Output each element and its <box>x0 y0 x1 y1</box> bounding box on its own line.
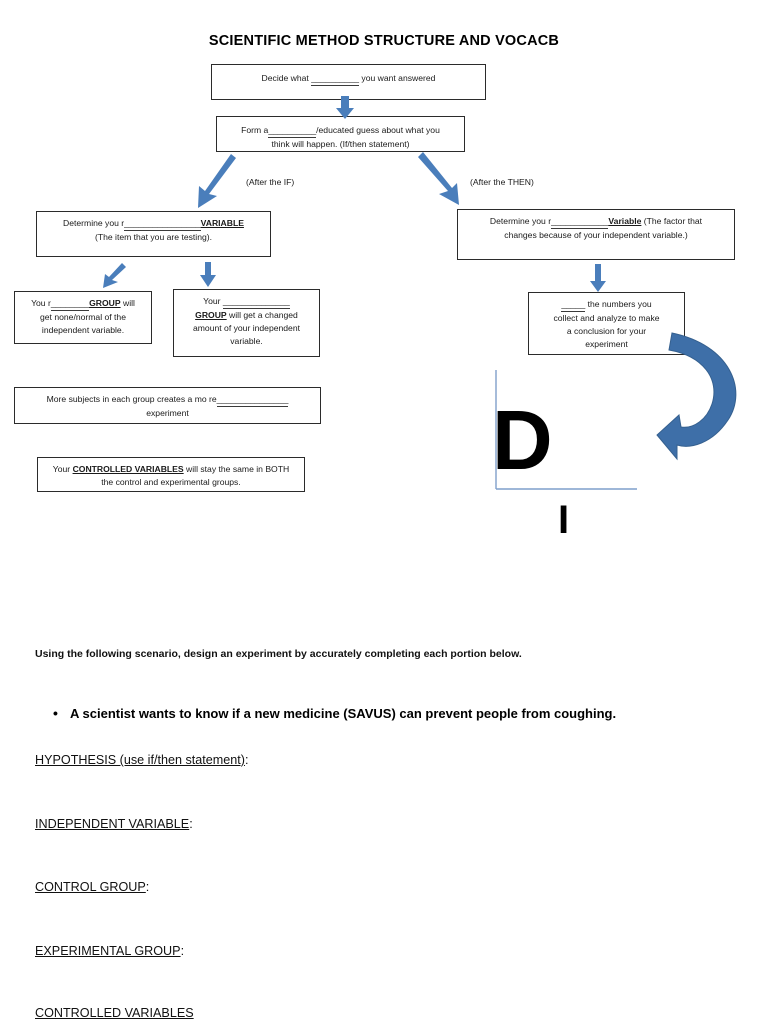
label-after-the-if: (After the IF) <box>246 177 295 187</box>
control-text-line2: get none/normal of the <box>40 312 126 322</box>
prompt-independent-tail: : <box>189 817 193 831</box>
hypothesis-text-line2: think will happen. (If/then statement) <box>271 139 410 149</box>
list-item: A scientist wants to know if a new medic… <box>35 705 735 721</box>
data-text-line4: experiment <box>585 339 628 349</box>
data-text-line3: a conclusion for your <box>566 326 647 336</box>
flow-box-data: _____ the numbers you collect and analyz… <box>528 292 685 355</box>
prompt-experimental-label: EXPERIMENTAL GROUP <box>35 944 181 958</box>
dependent-text-post: (The factor that <box>641 216 703 226</box>
data-text-post: the numbers you <box>585 299 652 309</box>
independent-text-line2: (The item that you are testing). <box>94 232 213 242</box>
hypothesis-text-pre: Form a <box>241 125 269 135</box>
constants-text-post: will stay the same in BOTH <box>183 464 290 474</box>
prompt-controlled-variables: CONTROLLED VARIABLES <box>35 1006 194 1020</box>
repeat-text-pre: More subjects in each group creates a mo… <box>46 394 217 404</box>
label-after-the-then: (After the THEN) <box>470 177 534 187</box>
control-text-post: will <box>120 298 135 308</box>
flow-box-repetition: More subjects in each group creates a mo… <box>14 387 321 424</box>
prompt-hypothesis-tail: : <box>244 753 249 767</box>
control-text-line3: independent variable. <box>41 325 125 335</box>
hypothesis-text-post: /educated guess about what you <box>316 125 440 135</box>
arrow-down-dependent-to-data <box>590 264 606 292</box>
prompt-independent-label: INDEPENDENT VARIABLE <box>35 817 190 831</box>
big-letter-d: D <box>492 393 553 487</box>
prompt-control-tail: : <box>145 880 150 894</box>
data-blank: _____ <box>561 298 586 312</box>
dependent-blank: ____________ <box>551 215 609 229</box>
constants-text-pre: Your <box>52 464 73 474</box>
flow-box-question: Decide what __________ you want answered <box>211 64 486 100</box>
experimental-text-post: will get a changed <box>226 310 298 320</box>
worksheet-instruction: Using the following scenario, design an … <box>35 648 522 660</box>
dependent-keyword: Variable <box>608 216 642 226</box>
independent-keyword: VARIABLE <box>200 218 244 228</box>
control-keyword: GROUP <box>89 298 121 308</box>
prompt-experimental-group: EXPERIMENTAL GROUP: <box>35 944 184 958</box>
prompt-hypothesis-label: HYPOTHESIS (use if/then statement) <box>35 753 245 767</box>
question-blank: __________ <box>311 72 360 86</box>
arrow-diagonal-to-dependent-variable <box>418 152 459 205</box>
data-text-line2: collect and analyze to make <box>553 313 660 323</box>
control-text-pre: You r <box>31 298 51 308</box>
prompt-control-label: CONTROL GROUP <box>35 880 146 894</box>
page-title: SCIENTIFIC METHOD STRUCTURE AND VOCACB <box>208 33 560 49</box>
arrow-diagonal-to-independent-variable <box>198 154 236 208</box>
hypothesis-blank: __________ <box>268 124 317 138</box>
experimental-text-pre: Your <box>203 296 223 306</box>
prompt-hypothesis: HYPOTHESIS (use if/then statement): <box>35 753 248 767</box>
flow-box-hypothesis: Form a__________/educated guess about wh… <box>216 116 465 152</box>
flow-box-dependent-variable: Determine you r____________Variable (The… <box>457 209 735 260</box>
experimental-text-line4: variable. <box>230 336 263 346</box>
repeat-text-line2: experiment <box>146 408 189 418</box>
experimental-blank: ______________ <box>222 295 290 309</box>
prompt-independent-variable: INDEPENDENT VARIABLE: <box>35 817 193 831</box>
question-text-pre: Decide what <box>261 73 312 83</box>
repeat-blank: _______________ <box>216 393 289 407</box>
big-letter-i: I <box>558 498 570 542</box>
experimental-text-line3: amount of your independent <box>192 323 301 333</box>
scenario-list: A scientist wants to know if a new medic… <box>35 705 735 721</box>
arrow-to-control-group <box>103 263 126 288</box>
dependent-text-pre: Determine you r <box>489 216 552 226</box>
control-blank: ________ <box>50 297 90 311</box>
constants-keyword: CONTROLLED VARIABLES <box>72 464 184 474</box>
dependent-text-line2: changes because of your independent vari… <box>504 230 688 240</box>
independent-blank: ________________ <box>124 217 201 231</box>
prompt-experimental-tail: : <box>180 944 185 958</box>
question-text-post: you want answered <box>359 73 436 83</box>
constants-text-line2: the control and experimental groups. <box>101 477 241 487</box>
arrow-to-experimental-group <box>200 262 216 287</box>
flow-box-independent-variable: Determine you r________________VARIABLE … <box>36 211 271 257</box>
prompt-control-group: CONTROL GROUP: <box>35 880 149 894</box>
independent-text-pre: Determine you r <box>63 218 125 228</box>
flow-box-controlled-variables: Your CONTROLLED VARIABLES will stay the … <box>37 457 305 492</box>
flow-box-control-group: You r________GROUP will get none/normal … <box>14 291 152 344</box>
flow-box-experimental-group: Your ______________ GROUP will get a cha… <box>173 289 320 357</box>
prompt-constants-label: CONTROLLED VARIABLES <box>35 1006 194 1020</box>
experimental-keyword: GROUP <box>195 310 227 320</box>
